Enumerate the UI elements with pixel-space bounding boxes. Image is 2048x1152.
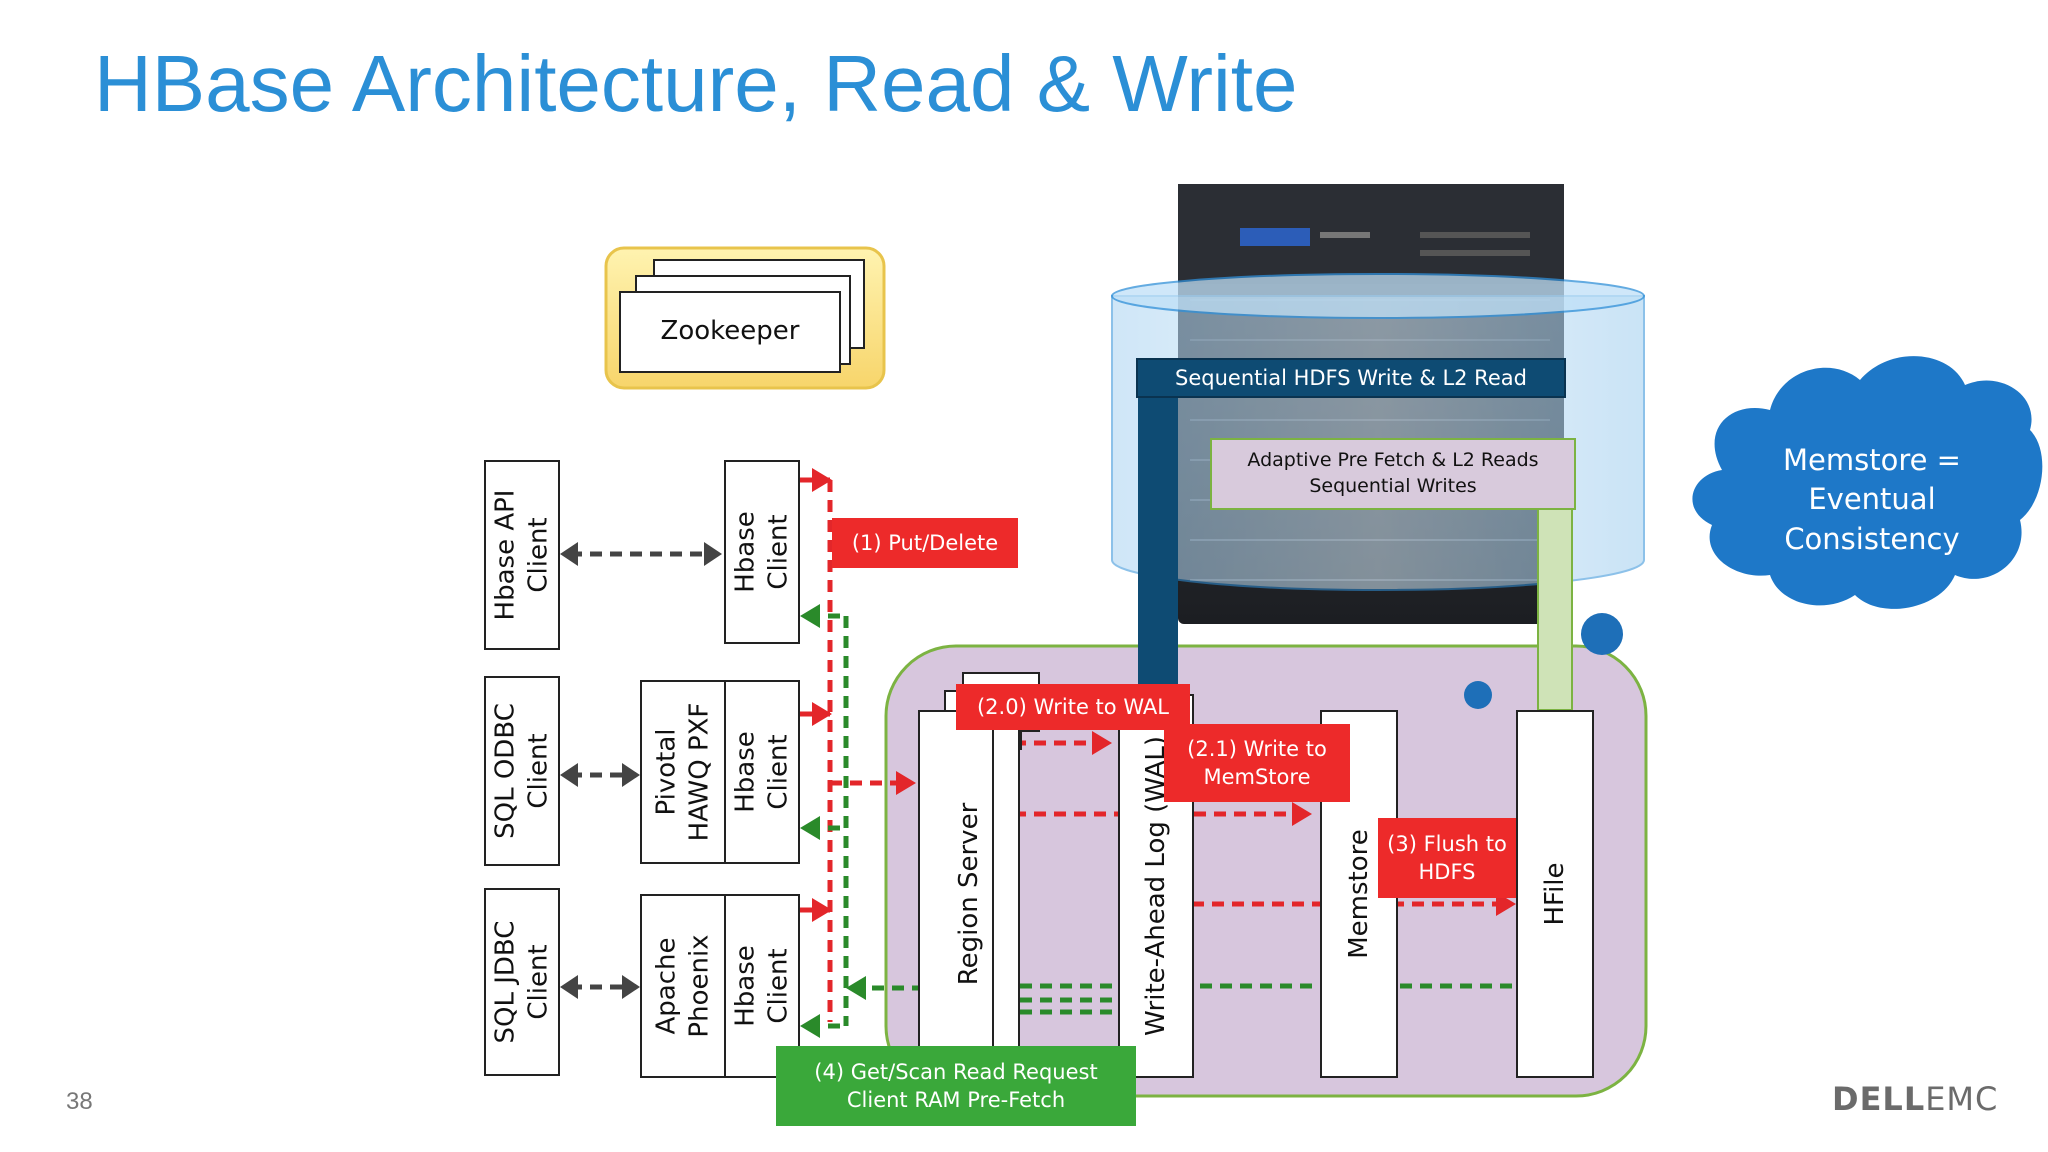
hbase-client-label-3: Hbase Client bbox=[730, 945, 794, 1027]
write-path-heads bbox=[812, 468, 1516, 922]
adaptive-prefetch-label: Adaptive Pre Fetch & L2 Reads Sequential… bbox=[1210, 438, 1576, 510]
sequential-connector bbox=[1138, 392, 1178, 692]
step-put-delete: (1) Put/Delete bbox=[832, 518, 1018, 568]
region-server-area bbox=[884, 644, 1648, 1098]
hfile-label: HFile bbox=[1539, 862, 1570, 926]
zookeeper-group bbox=[604, 246, 886, 390]
zookeeper-label: Zookeeper bbox=[660, 316, 800, 347]
sql-jdbc-client-box: SQL JDBC Client bbox=[484, 888, 560, 1076]
region-server-label: Region Server bbox=[953, 802, 984, 986]
page-title: HBase Architecture, Read & Write bbox=[94, 39, 1298, 128]
memstore-label: Memstore bbox=[1343, 829, 1374, 959]
apache-phoenix-label: Apache Phoenix bbox=[651, 934, 715, 1038]
client-links bbox=[570, 551, 710, 990]
region-server-inner-bar bbox=[992, 720, 1020, 1056]
pivotal-hawq-box: Pivotal HAWQ PXF bbox=[640, 680, 726, 864]
blue-dot-large bbox=[1581, 613, 1623, 655]
pivotal-hawq-label: Pivotal HAWQ PXF bbox=[651, 702, 715, 842]
sql-odbc-client-box: SQL ODBC Client bbox=[484, 676, 560, 866]
hbase-client-label-2: Hbase Client bbox=[730, 731, 794, 813]
client-link-heads bbox=[560, 542, 722, 999]
dell-emc-logo: DELLEMC bbox=[1832, 1080, 1998, 1118]
cloud-text: Memstore = Eventual Consistency bbox=[1783, 443, 1961, 556]
sequential-hdfs-label: Sequential HDFS Write & L2 Read bbox=[1136, 358, 1566, 398]
hbase-client-box-2: Hbase Client bbox=[724, 680, 800, 864]
write-path bbox=[800, 477, 1506, 1022]
logo-emc: EMC bbox=[1925, 1080, 1999, 1118]
adaptive-connector bbox=[1537, 507, 1573, 711]
cloud-shape bbox=[1692, 356, 2043, 609]
apache-phoenix-box: Apache Phoenix bbox=[640, 894, 726, 1078]
hbase-client-box-1: Hbase Client bbox=[724, 460, 800, 644]
page-number: 38 bbox=[66, 1088, 93, 1115]
sql-jdbc-client-label: SQL JDBC Client bbox=[490, 920, 554, 1044]
step-flush-hdfs: (3) Flush to HDFS bbox=[1378, 818, 1516, 898]
hbase-api-client-label: Hbase API Client bbox=[490, 489, 554, 621]
step-write-wal: (2.0) Write to WAL bbox=[956, 684, 1190, 730]
step-write-memstore: (2.1) Write to MemStore bbox=[1164, 724, 1350, 802]
step-get-scan: (4) Get/Scan Read Request Client RAM Pre… bbox=[776, 1046, 1136, 1126]
blue-dot-medium bbox=[1464, 681, 1492, 709]
hfile-box: HFile bbox=[1516, 710, 1594, 1078]
logo-dell: DELL bbox=[1832, 1080, 1926, 1118]
hbase-api-client-box: Hbase API Client bbox=[484, 460, 560, 650]
sql-odbc-client-label: SQL ODBC Client bbox=[490, 703, 554, 839]
hbase-client-label-1: Hbase Client bbox=[730, 511, 794, 593]
